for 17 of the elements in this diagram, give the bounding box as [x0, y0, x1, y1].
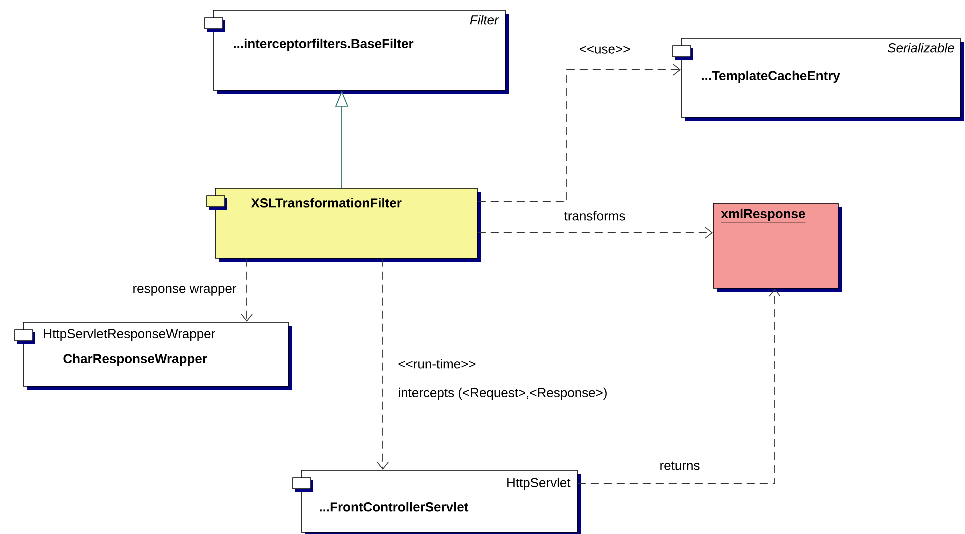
- class-box: xmlResponse: [713, 203, 842, 292]
- class-box: XSLTransformationFilter: [206, 188, 481, 262]
- arrow: [477, 227, 713, 239]
- edge-label: transforms: [563, 210, 627, 222]
- edge-label: <<use>>: [578, 45, 632, 55]
- edge-label: intercepts (<Request>,<Response>): [397, 386, 609, 402]
- class-box: HttpServletResponseWrapper CharResponseWrapper: [14, 322, 292, 390]
- class-box: Filter ...interceptorfilters.BaseFilter: [204, 10, 509, 94]
- edge-label: response wrapper: [132, 285, 238, 297]
- arrow: [577, 288, 781, 484]
- stereotype-label: <<run-time>>: [397, 358, 478, 370]
- class-box: Serializable ...TemplateCacheEntry: [672, 38, 964, 121]
- arrow: [377, 258, 389, 470]
- class-box: HttpServlet ...FrontControllerServlet: [292, 470, 581, 534]
- edge-label: returns: [658, 460, 702, 472]
- arrow: [477, 64, 681, 202]
- arrow: [241, 258, 253, 322]
